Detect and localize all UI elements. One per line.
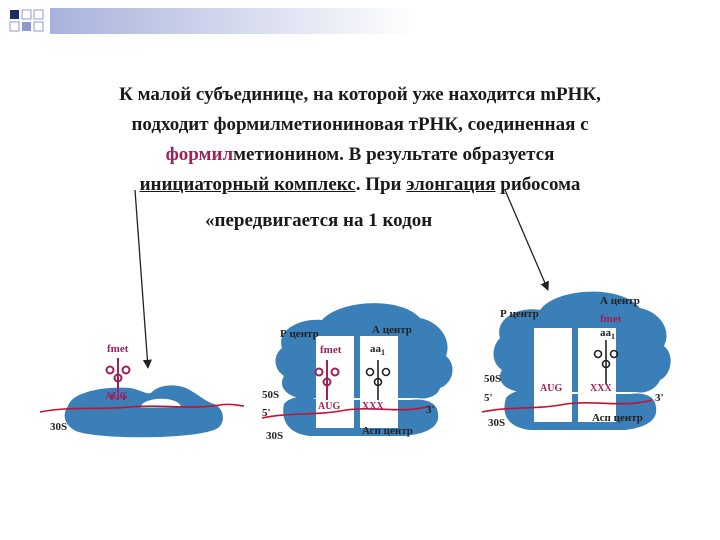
panel-initiation: fmet AUG 30S	[40, 343, 244, 437]
label-5prime: 5'	[262, 407, 271, 419]
label-50s: 50S	[484, 373, 501, 385]
aa-subscript: 1	[381, 348, 385, 357]
label-a-center: А центр	[372, 324, 412, 336]
a-site-channel	[578, 328, 616, 422]
label-50s: 50S	[262, 389, 279, 401]
label-fmet: fmet	[320, 344, 342, 356]
label-fmet: fmet	[600, 313, 622, 325]
label-asp-center: Асп центр	[362, 425, 413, 437]
label-3prime: 3'	[655, 392, 664, 404]
label-p-center: Р центр	[280, 328, 319, 340]
label-xxx: XXX	[590, 383, 612, 394]
label-p-center: Р центр	[500, 308, 539, 320]
label-aug: AUG	[540, 383, 562, 394]
label-aug: AUG	[318, 401, 340, 412]
label-a-center: А центр	[600, 295, 640, 307]
arrow-initiator	[135, 190, 148, 368]
aa-subscript: 1	[611, 332, 615, 341]
label-30s: 30S	[488, 417, 505, 429]
arrow-elongation	[505, 190, 548, 290]
label-5prime: 5'	[484, 392, 493, 404]
label-3prime: 3'	[426, 404, 435, 416]
aa-text: aa	[370, 343, 382, 355]
panel-elongation-1: Р центр А центр fmet aa1 AUG XXX 50S 5' …	[262, 303, 453, 442]
aa-text: aa	[600, 327, 612, 339]
label-fmet: fmet	[107, 343, 129, 355]
small-subunit-30s	[65, 385, 223, 437]
label-30s: 30S	[50, 421, 67, 433]
label-xxx: XXX	[362, 401, 384, 412]
label-asp-center: Асп центр	[592, 412, 643, 424]
label-30s: 30S	[266, 430, 283, 442]
panel-elongation-2: Р центр А центр fmet aa1 AUG XXX 50S 5' …	[482, 292, 671, 430]
